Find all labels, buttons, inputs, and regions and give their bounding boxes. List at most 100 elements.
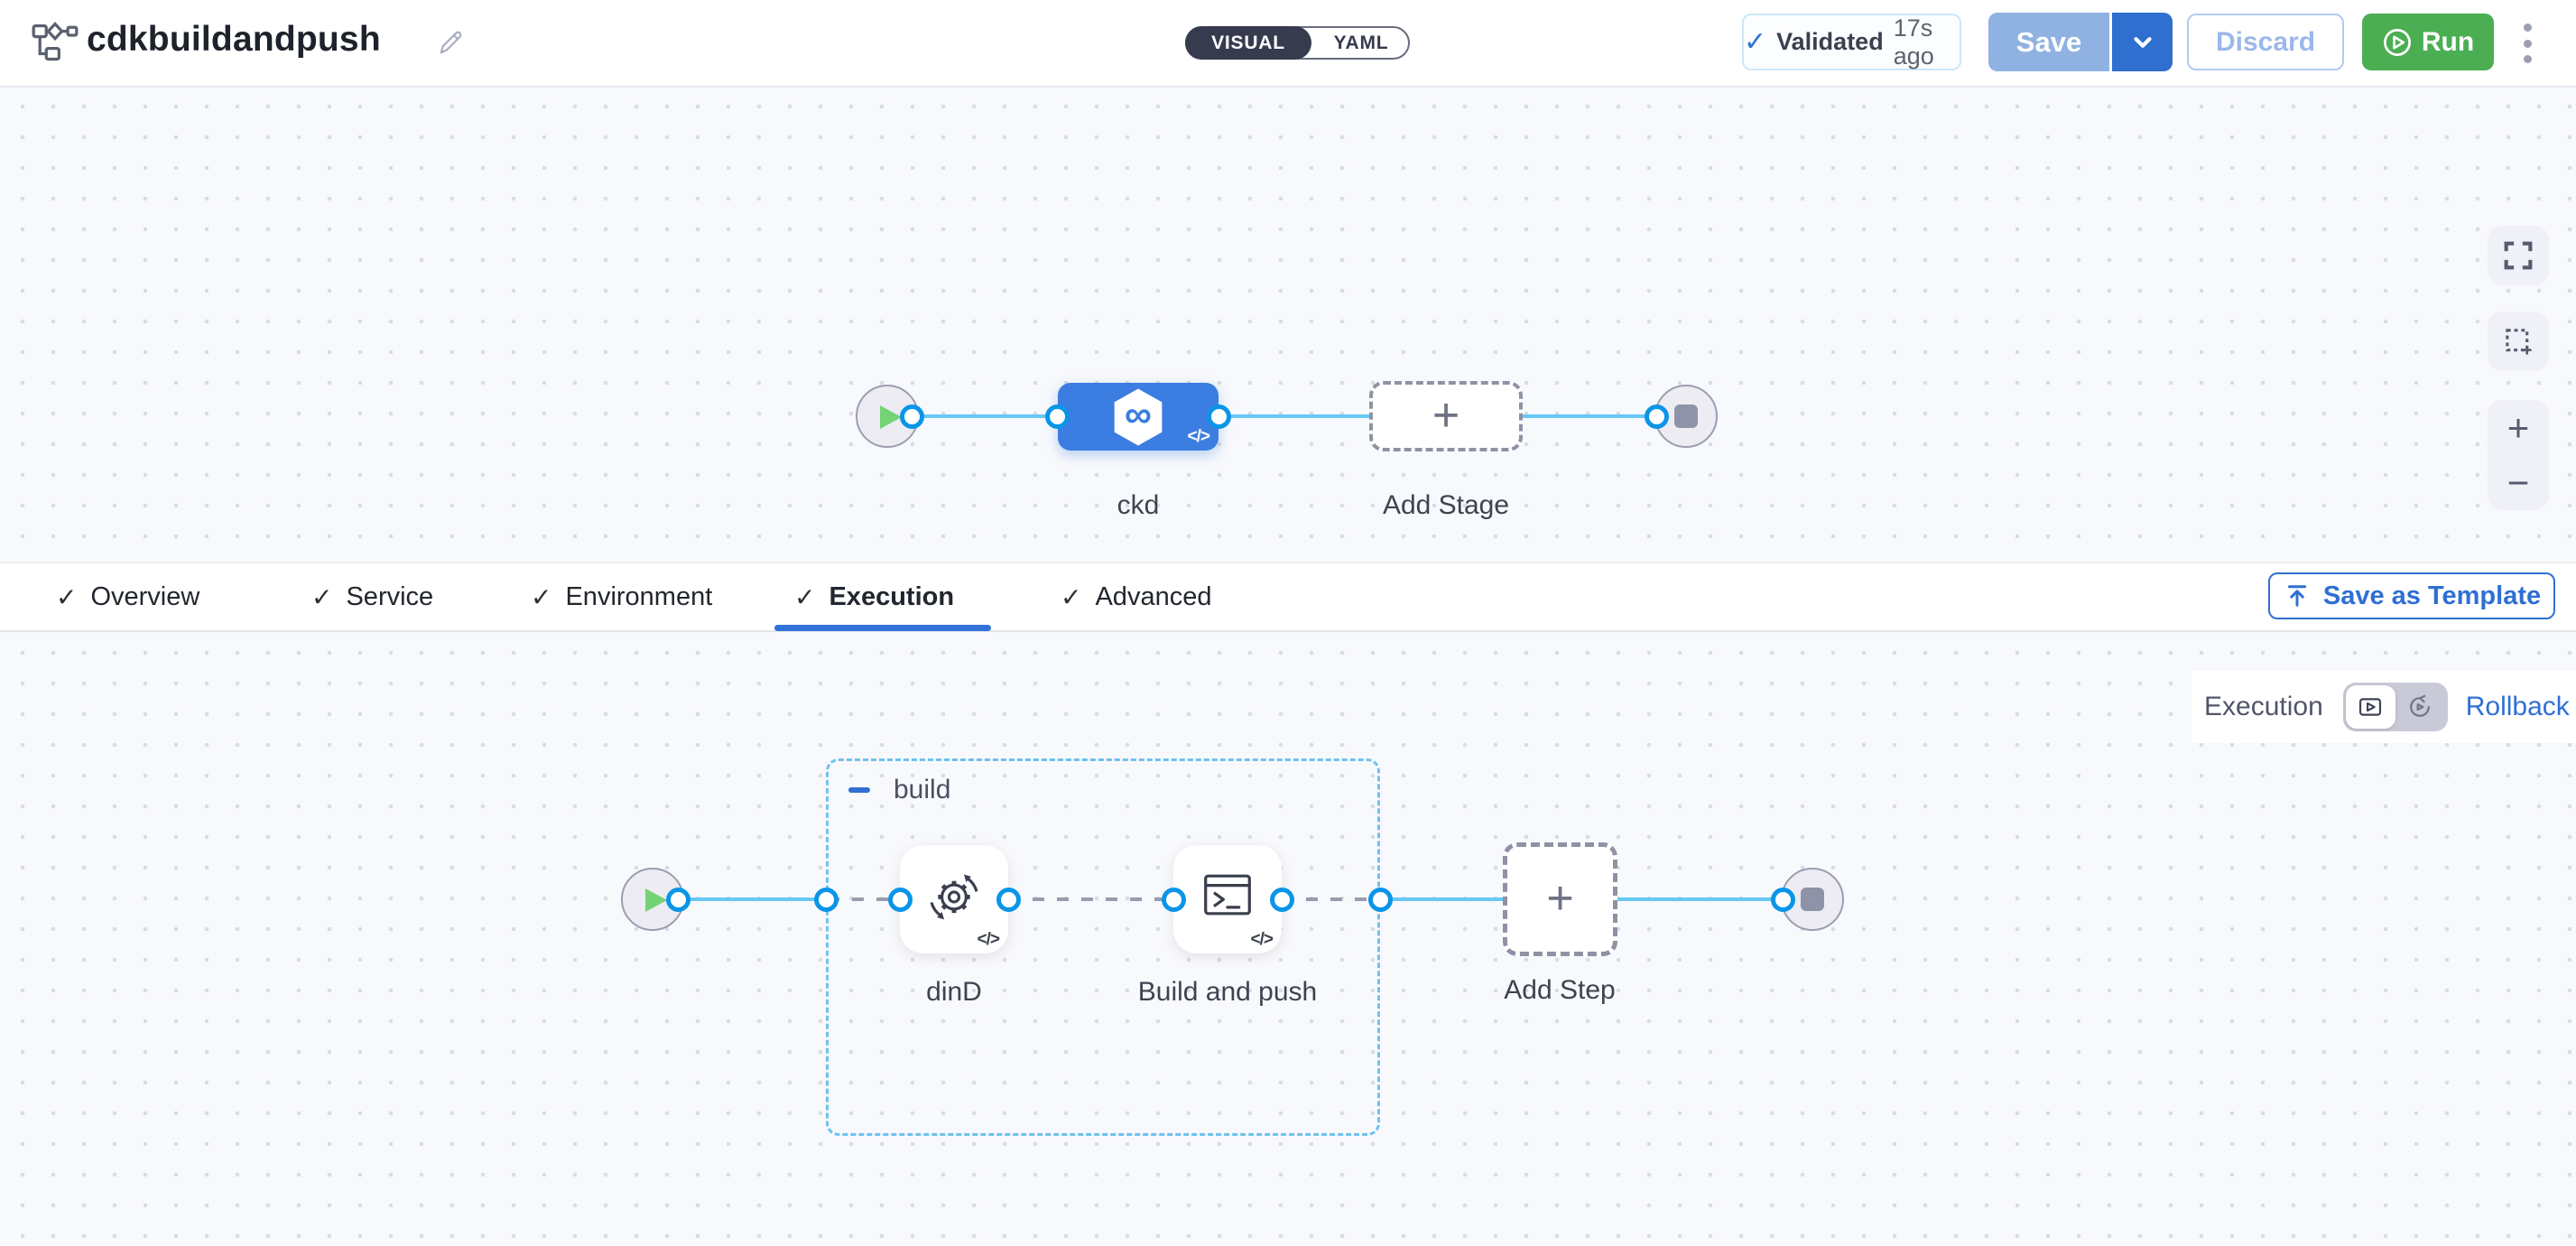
save-dropdown-button[interactable] bbox=[2109, 13, 2173, 71]
save-button[interactable]: Save bbox=[1988, 13, 2109, 71]
add-stage-button[interactable]: + bbox=[1369, 381, 1523, 451]
execution-canvas[interactable]: Execution Rollback bbox=[0, 632, 2576, 1246]
zoom-out-button[interactable]: − bbox=[2507, 460, 2530, 504]
start-play-icon bbox=[880, 405, 902, 429]
check-icon: ✓ bbox=[1061, 582, 1082, 611]
rollback-mode-button[interactable] bbox=[2395, 685, 2445, 729]
multi-select-button[interactable] bbox=[2488, 312, 2549, 371]
connector-addstep-to-end bbox=[1617, 897, 1784, 901]
step-label[interactable]: Build and push bbox=[1137, 977, 1318, 1007]
fullscreen-icon bbox=[2504, 241, 2533, 270]
execution-rollback-panel: Execution Rollback bbox=[2191, 671, 2576, 743]
validation-badge[interactable]: ✓ Validated 17s ago bbox=[1742, 14, 1961, 70]
plus-icon: + bbox=[1432, 389, 1460, 442]
visual-yaml-toggle[interactable]: VISUAL YAML bbox=[1185, 26, 1410, 60]
pipeline-icon bbox=[32, 22, 79, 66]
tab-label: Environment bbox=[565, 581, 713, 611]
zoom-controls: + − bbox=[2488, 400, 2549, 510]
header-bar: cdkbuildandpush VISUAL YAML ✓ Validated … bbox=[0, 0, 2576, 88]
port[interactable] bbox=[1207, 404, 1231, 429]
rollback-link[interactable]: Rollback bbox=[2465, 692, 2570, 721]
step-group-build[interactable] bbox=[826, 758, 1380, 1136]
tab-label: Execution bbox=[829, 581, 955, 611]
port[interactable] bbox=[666, 888, 690, 912]
connector-group-to-dind bbox=[828, 897, 903, 901]
execution-rollback-toggle[interactable] bbox=[2342, 683, 2448, 731]
step-card-dind[interactable]: </> bbox=[900, 845, 1008, 953]
validation-status: Validated bbox=[1776, 28, 1884, 55]
collapse-group-icon[interactable] bbox=[848, 787, 870, 793]
stage-card-ckd[interactable]: ∞ </> bbox=[1058, 383, 1219, 451]
step-card-build-and-push[interactable]: </> bbox=[1173, 845, 1282, 953]
add-step-button[interactable]: + bbox=[1503, 842, 1617, 956]
code-icon[interactable]: </> bbox=[1187, 427, 1211, 446]
port[interactable] bbox=[1368, 888, 1393, 912]
stage-tabbar: ✓ Overview ✓ Service ✓ Environment ✓ Exe… bbox=[0, 562, 2576, 632]
port[interactable] bbox=[1162, 888, 1186, 912]
execution-mode-button[interactable] bbox=[2345, 685, 2395, 729]
execution-icon bbox=[2359, 698, 2382, 716]
execution-mode-label: Execution bbox=[2204, 692, 2323, 721]
add-stage-label: Add Stage bbox=[1382, 490, 1510, 520]
port[interactable] bbox=[1045, 404, 1070, 429]
fullscreen-button[interactable] bbox=[2488, 226, 2549, 285]
connector-stage-to-addstage bbox=[1219, 414, 1369, 418]
run-button[interactable]: Run bbox=[2362, 14, 2494, 70]
connector-group-to-addstep bbox=[1380, 897, 1505, 901]
edit-pencil-icon[interactable] bbox=[435, 27, 466, 62]
save-split-button: Save bbox=[1988, 13, 2173, 71]
stage-canvas[interactable]: ∞ </> ckd + Add Stage + − bbox=[0, 86, 2576, 562]
group-name[interactable]: build bbox=[894, 775, 951, 804]
validation-time: 17s ago bbox=[1893, 14, 1934, 70]
connector-addstage-to-end bbox=[1523, 414, 1658, 418]
rollback-icon bbox=[2410, 694, 2431, 717]
code-icon[interactable]: </> bbox=[977, 930, 1001, 949]
port[interactable] bbox=[1771, 888, 1795, 912]
save-as-template-label: Save as Template bbox=[2322, 581, 2542, 610]
port[interactable] bbox=[900, 404, 924, 429]
template-upload-icon bbox=[2287, 585, 2306, 607]
page-title: cdkbuildandpush bbox=[87, 20, 381, 59]
check-icon: ✓ bbox=[1744, 26, 1767, 57]
step-label[interactable]: dinD bbox=[926, 977, 982, 1007]
toggle-visual[interactable]: VISUAL bbox=[1185, 26, 1311, 60]
check-icon: ✓ bbox=[311, 582, 333, 611]
terminal-icon bbox=[1204, 874, 1251, 916]
stage-label[interactable]: ckd bbox=[1117, 490, 1160, 520]
port[interactable] bbox=[1270, 888, 1294, 912]
tab-label: Overview bbox=[90, 581, 200, 611]
check-icon: ✓ bbox=[531, 582, 552, 611]
tab-execution[interactable]: ✓ Execution bbox=[794, 563, 954, 630]
chevron-down-icon bbox=[2133, 36, 2152, 48]
port[interactable] bbox=[814, 888, 839, 912]
add-step-label: Add Step bbox=[1504, 975, 1616, 1005]
group-header: build bbox=[848, 775, 950, 805]
toggle-yaml[interactable]: YAML bbox=[1333, 32, 1389, 53]
tab-environment[interactable]: ✓ Environment bbox=[531, 563, 712, 630]
port[interactable] bbox=[888, 888, 913, 912]
code-icon[interactable]: </> bbox=[1250, 930, 1274, 949]
connector-start-to-group bbox=[678, 897, 828, 901]
port[interactable] bbox=[996, 888, 1021, 912]
connector-dind-to-build bbox=[1008, 897, 1175, 901]
tab-advanced[interactable]: ✓ Advanced bbox=[1061, 563, 1211, 630]
more-options-kebab-icon[interactable] bbox=[2521, 23, 2534, 63]
cd-stage-icon: ∞ bbox=[1108, 386, 1168, 452]
run-play-icon bbox=[2383, 28, 2411, 56]
port[interactable] bbox=[1645, 404, 1669, 429]
dind-gear-sync-icon bbox=[930, 874, 978, 920]
tab-label: Advanced bbox=[1095, 581, 1212, 611]
check-icon: ✓ bbox=[56, 582, 78, 611]
connector-start-to-stage bbox=[912, 414, 1058, 418]
tab-label: Service bbox=[346, 581, 434, 611]
zoom-in-button[interactable]: + bbox=[2507, 405, 2530, 449]
tab-overview[interactable]: ✓ Overview bbox=[56, 563, 199, 630]
plus-icon: + bbox=[1546, 872, 1574, 925]
tab-service[interactable]: ✓ Service bbox=[311, 563, 433, 630]
run-label: Run bbox=[2421, 26, 2475, 57]
pipeline-end-node[interactable] bbox=[1654, 385, 1718, 448]
save-as-template-button[interactable]: Save as Template bbox=[2268, 572, 2555, 619]
discard-button[interactable]: Discard bbox=[2187, 14, 2344, 70]
active-tab-underline bbox=[774, 625, 991, 631]
